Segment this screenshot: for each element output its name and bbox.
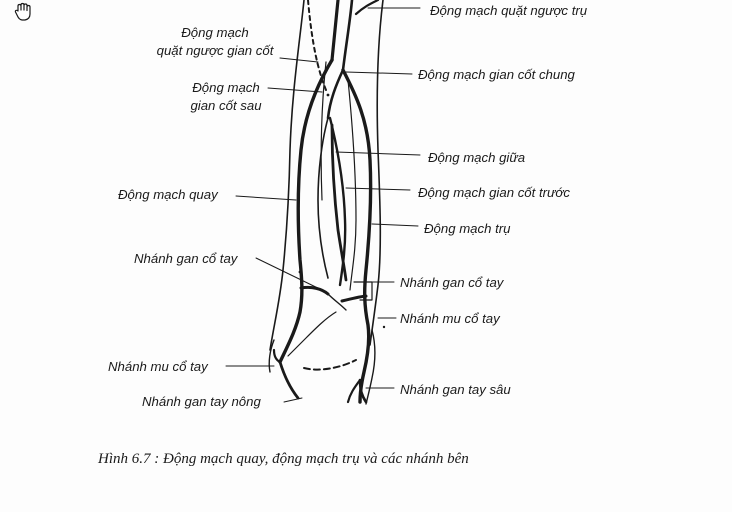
palmar-carpal-branch-right (340, 294, 368, 303)
label-nhanh-mu-co-tay-trai: Nhánh mu cổ tay (108, 359, 208, 374)
interosseous-outline-a (320, 61, 327, 201)
leader-quay (235, 195, 297, 201)
recurrent-interosseous-artery (307, 0, 327, 91)
leader-gian-cot-sau (267, 87, 323, 93)
label-gian-cot-sau-line1: Động mạch (192, 80, 260, 95)
ulnar-lower-split (346, 378, 362, 404)
leader-giua (335, 151, 421, 156)
common-interosseous-artery (326, 68, 345, 120)
dot-b (298, 270, 302, 274)
label-quat-nguoc-tru: Động mạch quặt ngược trụ (430, 3, 588, 18)
label-quat-nguoc-gian-cot-line2: quặt ngược gian cốt (156, 43, 274, 58)
carpal-loop (327, 293, 347, 311)
radial-artery (278, 58, 334, 364)
label-gian-cot-chung: Động mạch gian cốt chung (418, 67, 575, 82)
forearm-outline-left (269, 0, 305, 351)
hand-outline-left (268, 339, 275, 373)
label-nhanh-gan-co-tay-trai: Nhánh gan cổ tay (134, 251, 238, 266)
median-artery (330, 123, 348, 282)
interosseous-outline-b (347, 79, 357, 291)
label-nhanh-gan-co-tay-phai: Nhánh gan cổ tay (400, 275, 504, 290)
posterior-interosseous-artery (317, 117, 329, 279)
figure-caption: Hình 6.7 : Động mạch quay, động mạch trụ… (98, 451, 469, 467)
brachial-artery-secondary (341, 0, 354, 72)
label-gian-cot-sau-line2: gian cốt sau (190, 98, 262, 113)
hand-pointer-icon (14, 2, 31, 21)
dot-a (326, 93, 330, 97)
label-nhanh-mu-co-tay-phai: Nhánh mu cổ tay (400, 311, 500, 326)
label-giua: Động mạch giữa (428, 150, 526, 165)
label-gian-cot-truoc: Động mạch gian cốt trước (418, 185, 570, 200)
ulnar-recurrent-artery (354, 0, 380, 16)
dorsal-carpal-arch (303, 359, 357, 371)
label-tru: Động mạch trụ (424, 221, 511, 236)
leader-gian-cot-chung (345, 71, 413, 75)
carpal-outline (287, 311, 337, 357)
dot-c (382, 325, 386, 329)
label-quat-nguoc-gian-cot-line1: Động mạch (181, 25, 249, 40)
hand-outline-right (365, 329, 376, 405)
ulnar-artery (341, 68, 373, 404)
dorsal-carpal-branch-left (272, 348, 282, 364)
forearm-outline-right (369, 0, 384, 346)
right-carpal-box (353, 281, 373, 301)
label-nhanh-gan-tay-nong: Nhánh gan tay nông (142, 394, 261, 409)
leader-nhanh-gan-tay-nong (283, 397, 303, 403)
leader-nhanh-gan-co-tay-trai (255, 257, 327, 293)
leader-tru (371, 223, 419, 227)
label-quay: Động mạch quay (118, 187, 218, 202)
brachial-artery (330, 0, 340, 62)
leader-quat-nguoc-gian-cot (279, 57, 319, 63)
palmar-carpal-branch-left (299, 285, 330, 296)
leader-gian-cot-truoc (345, 187, 411, 191)
deep-palmar-branch (358, 378, 368, 404)
label-nhanh-gan-tay-sau: Nhánh gan tay sâu (400, 382, 511, 397)
superficial-palmar-branch (278, 360, 300, 400)
